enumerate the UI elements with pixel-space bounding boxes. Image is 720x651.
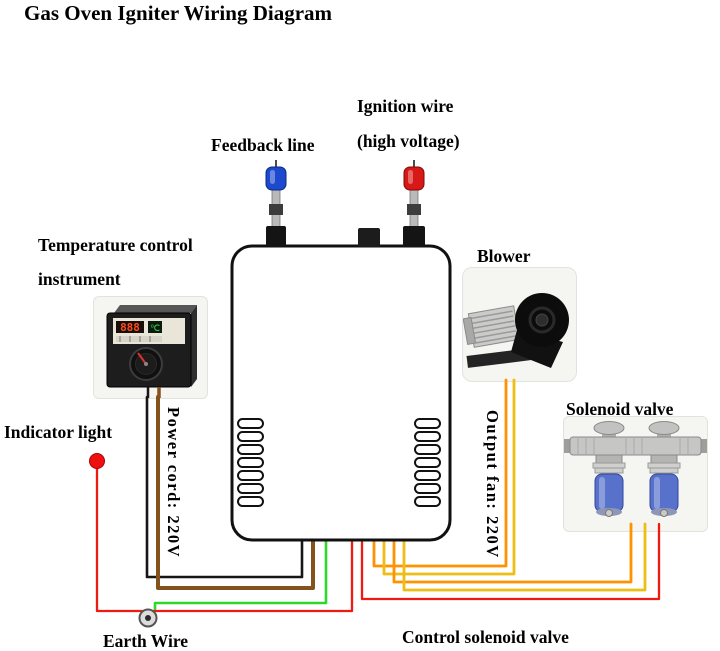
wire-valve-yellow: [402, 522, 647, 592]
ignition-terminal-base: [403, 226, 425, 247]
label-power-cord: Power cord: 220V: [164, 407, 183, 559]
feedback-terminal-rod: [271, 185, 281, 231]
label-solenoid-valve: Solenoid valve: [566, 399, 674, 419]
temperature-controller-image: 888 ℃: [93, 296, 208, 399]
valve-pipe-nut-left: [564, 439, 573, 453]
label-indicator-light: Indicator light: [4, 422, 113, 442]
controller-scale-strip: [116, 336, 162, 342]
controller-display-unit: ℃: [150, 324, 160, 334]
wire-valve-red: [360, 522, 661, 601]
valve-pipe-nut-right: [698, 439, 707, 453]
ignition-terminal: [403, 166, 425, 247]
valve-dome-cap-right: [648, 421, 680, 435]
label-temp-control-line1: Temperature control: [38, 235, 193, 255]
earth-screw-center: [145, 615, 151, 621]
vent-slots-right: [414, 418, 441, 507]
valve-neck-right: [650, 454, 678, 464]
valve-neck-left: [595, 454, 623, 464]
wire-valve-orange: [392, 522, 633, 584]
label-ignition-wire-line2: (high voltage): [357, 131, 460, 151]
valve-body-pipe: [569, 436, 702, 456]
label-ignition-wire-line1: Ignition wire: [357, 96, 454, 116]
feedback-terminal: [265, 166, 287, 247]
controller-display-window: [116, 321, 144, 333]
label-blower: Blower: [477, 246, 531, 266]
blower-image: [462, 267, 577, 382]
valve-dome-cap-left: [593, 421, 625, 435]
label-earth-wire: Earth Wire: [103, 631, 189, 651]
wire-indicator-red: [95, 466, 354, 613]
label-control-solenoid-valve: Control solenoid valve: [402, 627, 569, 647]
solenoid-valve-image: [563, 416, 708, 532]
controller-dial-pointer: [137, 352, 147, 365]
blower-hub: [535, 313, 549, 327]
igniter-box: [230, 244, 452, 542]
temperature-controller-art: 888 ℃: [106, 305, 197, 398]
label-feedback-line: Feedback line: [211, 135, 315, 155]
controller-top-face: [114, 305, 197, 313]
controller-side-face: [191, 305, 197, 387]
controller-display-digits: 888: [120, 321, 140, 334]
top-connector-tab: [358, 228, 380, 247]
feedback-terminal-base: [266, 226, 286, 247]
ignition-terminal-band: [407, 204, 421, 215]
label-output-fan: Output fan: 220V: [483, 410, 502, 559]
feedback-terminal-band: [269, 204, 283, 215]
solenoid-valve-art: [564, 421, 707, 517]
diagram-title: Gas Oven Igniter Wiring Diagram: [24, 1, 333, 25]
blower-motor: [463, 305, 521, 348]
vent-slots-left: [237, 418, 264, 507]
earth-screw: [138, 608, 158, 628]
indicator-light-lamp: [89, 453, 105, 469]
controller-unit-window: [148, 321, 162, 333]
label-temp-control-line2: instrument: [38, 269, 121, 289]
blower-art: [463, 293, 569, 368]
ignition-terminal-rod: [409, 185, 419, 231]
ignition-terminal-cap: [403, 166, 425, 191]
feedback-terminal-cap: [265, 166, 287, 191]
